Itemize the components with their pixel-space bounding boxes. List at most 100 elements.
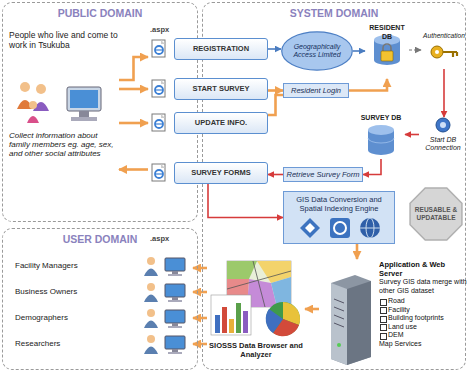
node-label: Business Owners <box>15 287 193 296</box>
text-group: REUSABLE & UPDATABLE <box>409 206 463 222</box>
drawing-path <box>383 44 391 51</box>
drawing-rect <box>172 323 178 326</box>
text-group: Researchers <box>9 333 193 348</box>
drawing-circle <box>147 283 155 291</box>
drawing-circle <box>147 335 155 343</box>
drawing-circle <box>36 84 46 94</box>
drawing-path <box>144 347 158 355</box>
node-label: UPDATE INFO. <box>174 112 268 134</box>
node-label: Application & Web Server <box>379 261 467 278</box>
node-label: GIS Data Conversion and Spatial Indexing… <box>287 195 391 213</box>
user-row: Demographers <box>9 307 193 329</box>
drawing-circle <box>155 170 163 178</box>
node-text: Road <box>379 297 467 306</box>
drawing-rect <box>168 300 182 302</box>
node-text: Land use <box>379 323 467 332</box>
user-row: Researchers <box>9 333 193 355</box>
node-illustration <box>141 255 189 277</box>
drawing-path <box>334 299 344 327</box>
connector <box>349 79 387 91</box>
drawing-rect <box>165 336 185 349</box>
drawing-rect <box>215 315 220 333</box>
drawing-rect <box>67 87 101 111</box>
drawing-path <box>144 321 158 329</box>
node-illustration <box>148 78 170 100</box>
text-group: Application & Web ServerSurvey GIS data … <box>379 259 467 348</box>
aspx-page: UPDATE INFO. <box>148 112 268 134</box>
text-group: Authentication <box>421 31 467 40</box>
connector <box>268 48 281 50</box>
drawing-ellipse <box>282 32 353 70</box>
drawing-path <box>300 218 320 238</box>
node-illustration <box>141 281 189 303</box>
node-illustration <box>321 273 377 365</box>
database: RESIDENT DB <box>365 23 409 79</box>
node-label: Start DB Connection <box>419 136 467 152</box>
node-illustration <box>9 77 119 129</box>
drawing-path <box>266 309 283 333</box>
connector <box>119 122 148 125</box>
node-illustration <box>148 162 170 184</box>
user-row: Facility Managers <box>9 255 193 277</box>
text-group: Retrieve Survey Form <box>284 168 362 181</box>
text-group: Collect information about family members… <box>9 77 119 159</box>
drawing-rect <box>168 352 182 354</box>
node-label: REGISTRATION <box>174 38 268 60</box>
node-label: Researchers <box>15 339 193 348</box>
connector <box>193 291 207 294</box>
drawing-rect <box>70 90 98 108</box>
node-illustration <box>366 124 396 158</box>
drawing-path <box>27 116 39 123</box>
node-text: Facility <box>379 306 467 315</box>
drawing-circle <box>29 101 37 109</box>
node-illustration <box>435 117 451 133</box>
drawing-circle <box>337 343 341 347</box>
domain-panel: PUBLIC DOMAINPeople who live and come to… <box>2 2 198 222</box>
text-group: Business Owners <box>9 281 193 296</box>
node-text: Survey GIS data merge with other GIS dat… <box>379 278 467 295</box>
text-group: SURVEY DB <box>357 113 405 122</box>
connector <box>119 57 148 80</box>
connector <box>268 95 283 115</box>
drawing-rect <box>172 297 178 300</box>
access-ellipse: Geographically Access Limited <box>281 31 353 71</box>
node-label: Retrieve Survey Form <box>286 170 360 179</box>
connector <box>305 308 319 311</box>
node-illustration <box>207 259 305 339</box>
people-note: People who live and come to work in Tsuk… <box>9 31 121 61</box>
drawing-circle <box>435 50 439 54</box>
text-group: START SURVEY <box>174 78 268 100</box>
drawing-path <box>347 281 371 365</box>
database: SURVEY DB <box>357 113 405 159</box>
drawing-circle <box>147 309 155 317</box>
node-text: Building footprints <box>379 314 467 323</box>
node-illustration <box>141 333 189 355</box>
drawing-rect <box>165 258 185 271</box>
drawing-path <box>144 269 158 277</box>
drawing-rect <box>168 326 182 328</box>
connector <box>208 184 283 218</box>
drawing-rect <box>152 114 165 131</box>
connector <box>268 89 283 92</box>
drawing-circle <box>334 222 346 234</box>
connector <box>363 159 381 175</box>
drawing-path <box>144 295 158 303</box>
drawing-rect <box>172 271 178 274</box>
drawing-path <box>155 49 163 50</box>
connector <box>193 267 207 270</box>
drawing-rect <box>211 295 251 335</box>
start-node: Start DB Connection <box>419 117 467 152</box>
browser-node: SIOSSS Data Browser and Analyzer <box>207 259 305 359</box>
node-text: DEM <box>379 331 467 340</box>
node-label: Facility Managers <box>15 261 193 270</box>
drawing-path <box>374 40 400 65</box>
text-group: SURVEY FORMS <box>174 162 268 184</box>
file-type-label: .aspx <box>150 25 169 34</box>
aspx-page: START SURVEY <box>148 78 268 100</box>
connector <box>119 88 148 91</box>
node-illustration <box>429 42 459 62</box>
drawing-circle <box>155 120 163 128</box>
drawing-polygon <box>410 188 462 240</box>
engine-box: GIS Data Conversion and Spatial Indexing… <box>283 191 395 244</box>
